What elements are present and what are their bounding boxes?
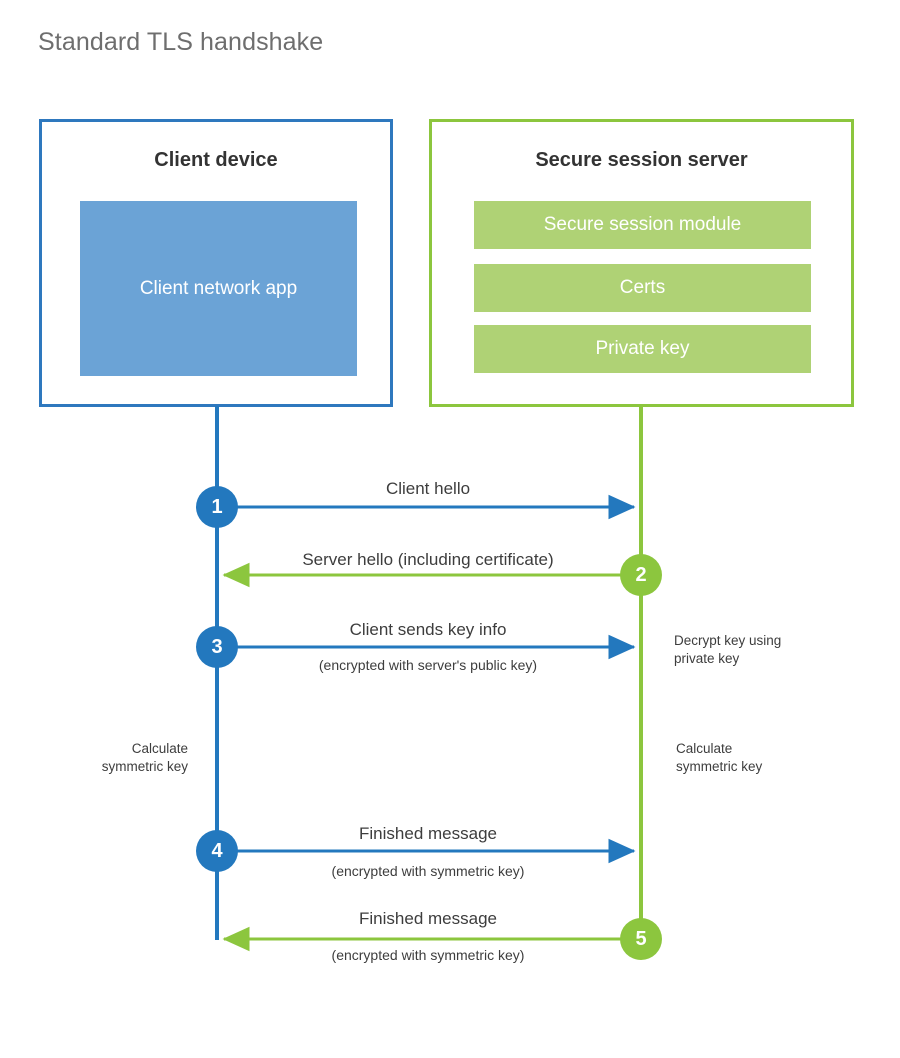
annotation-server-calculate-symmetric-key: Calculate symmetric key — [676, 741, 763, 775]
server-component-certs: Certs — [474, 264, 811, 312]
step-sublabel-3: (encrypted with server's public key) — [318, 657, 538, 673]
step-marker-1[interactable]: 1 — [196, 486, 238, 528]
client-device-box: Client device Client network app — [39, 119, 393, 407]
step-label-2: Server hello (including certificate) — [302, 550, 554, 569]
page-title: Standard TLS handshake — [38, 28, 324, 56]
step-marker-4[interactable]: 4 — [196, 830, 238, 872]
step-label-4: Finished message — [359, 824, 497, 843]
step-label-5: Finished message — [359, 909, 497, 928]
step-sublabel-4: (encrypted with symmetric key) — [331, 863, 525, 879]
step-marker-3[interactable]: 3 — [196, 626, 238, 668]
step-label-3: Client sends key info — [349, 620, 507, 639]
server-component-secure-session-module: Secure session module — [474, 201, 811, 249]
annotation-client-calculate-symmetric-key: Calculate symmetric key — [101, 741, 188, 775]
step-marker-2[interactable]: 2 — [620, 554, 662, 596]
step-marker-5[interactable]: 5 — [620, 918, 662, 960]
server-component-private-key: Private key — [474, 325, 811, 373]
step-label-1: Client hello — [385, 479, 471, 498]
annotation-server-decrypt-key: Decrypt key using private key — [674, 633, 782, 667]
client-device-title: Client device — [154, 149, 278, 171]
secure-session-server-box: Secure session server Secure session mod… — [429, 119, 854, 407]
secure-session-server-title: Secure session server — [535, 149, 748, 171]
step-sublabel-5: (encrypted with symmetric key) — [331, 947, 525, 963]
client-network-app-block: Client network app — [80, 201, 357, 376]
